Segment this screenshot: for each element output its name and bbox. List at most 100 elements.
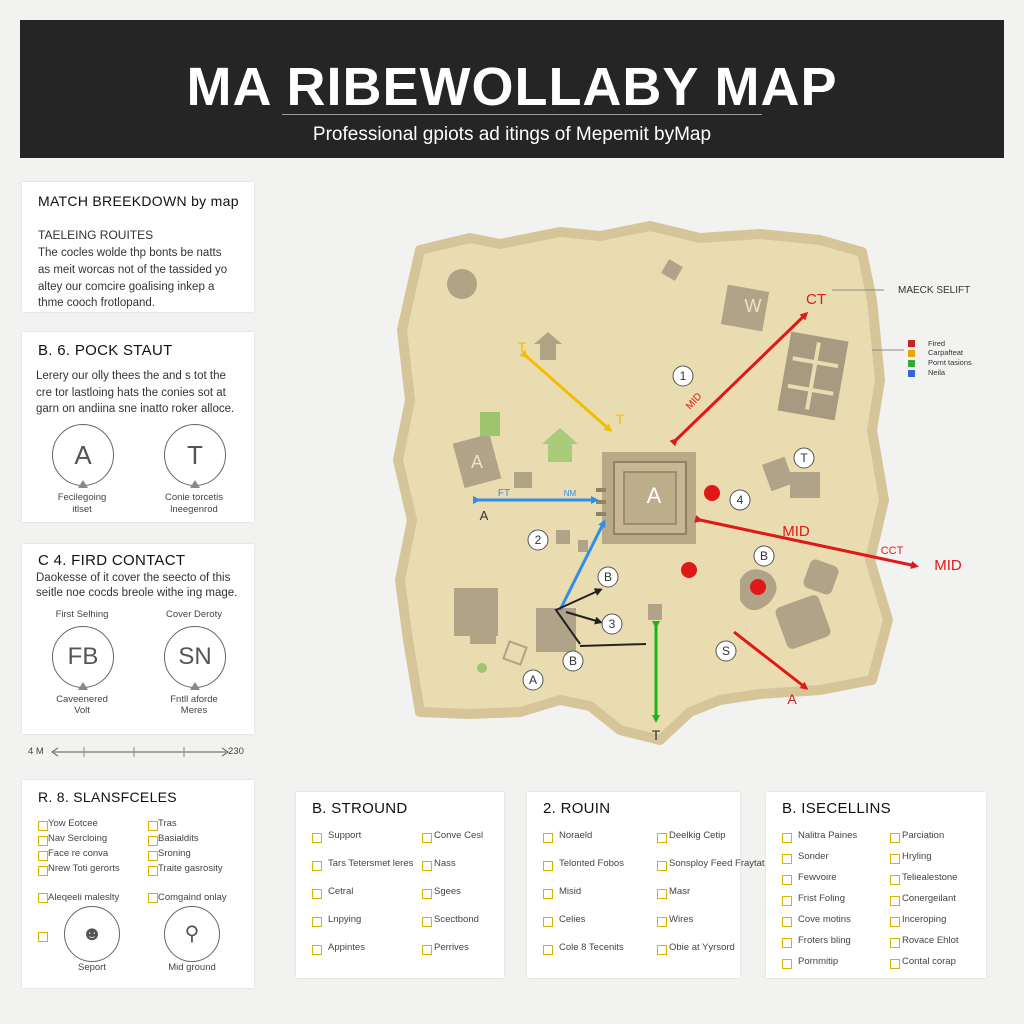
list-item: Sroning [158,848,191,859]
list-item: Basialdits [158,833,199,844]
list-item: Nav Sercloing [48,833,108,844]
blue-route-diagonal [558,519,606,611]
checkbox[interactable] [38,851,48,861]
checkbox[interactable] [148,836,158,846]
sub-label: Aleqeeli maleslty [48,892,120,903]
card-text-line: cre tor lastloing hats the conies sot at [36,387,226,399]
checkbox[interactable] [782,854,792,864]
checkbox[interactable] [543,833,553,843]
checkbox[interactable] [148,821,158,831]
icon-caption: Mid ground [168,962,216,973]
list-item-left: Telonted Fobos [559,858,624,869]
list-item-left: Sonder [798,851,829,862]
checkbox[interactable] [38,821,48,831]
label-mid: MID [782,523,810,540]
label-cct: CCT [881,545,904,557]
green-dot-icon [477,663,487,673]
card-text-line: seitle noe cocds breole withe ing mage. [36,587,238,599]
checkbox[interactable] [148,893,158,903]
checkbox[interactable] [422,861,432,871]
card-heading: B. 6. POCK STAUT [38,342,173,359]
site-a-label: A [647,483,662,508]
checkbox[interactable] [543,945,553,955]
list-item-right: Inceroping [902,914,947,925]
red-route-mid [694,515,919,569]
checkbox[interactable] [38,866,48,876]
checkbox[interactable] [890,875,900,885]
checkbox[interactable] [782,959,792,969]
checkbox[interactable] [543,889,553,899]
checkbox[interactable] [38,836,48,846]
checkbox[interactable] [890,959,900,969]
list-item-left: Frist Foling [798,893,845,904]
checkbox[interactable] [422,833,432,843]
checkbox[interactable] [782,833,792,843]
list-item-right: Perrives [434,942,469,953]
checkbox[interactable] [422,945,432,955]
card-text-line: thme cooch frotlopand. [38,297,155,309]
checkbox[interactable] [312,889,322,899]
card-subheading: TAELEING ROUITES [38,228,154,242]
checkbox[interactable] [543,861,553,871]
checkbox[interactable] [782,938,792,948]
list-item-right: Sonsploy Feed Fraytat [669,858,765,869]
checkbox[interactable] [312,917,322,927]
label-t-yellow: T [518,339,527,355]
list-item-right: Contal corap [902,956,956,967]
checkbox[interactable] [422,889,432,899]
checkbox[interactable] [148,866,158,876]
scale-right-label: 230 [228,746,244,757]
checkbox[interactable] [38,893,48,903]
checkbox[interactable] [657,861,667,871]
list-item: Traite gasrosity [158,863,223,874]
checkbox[interactable] [543,917,553,927]
black-route-2 [579,643,647,647]
list-item-left: Tars Tetersmet leres [328,858,414,869]
marker-b-low: B [562,650,584,672]
list-item: Tras [158,818,177,829]
checkbox[interactable] [890,833,900,843]
checkbox[interactable] [890,938,900,948]
list-item-left: Nalitra Paines [798,830,858,841]
card-text-line: altey our comcire goalising inkep a [38,281,215,293]
route-labels: CT T T MID A FT NM MID CCT MID A T [480,291,962,743]
checkbox[interactable] [657,917,667,927]
checkbox[interactable] [312,945,322,955]
list-item-left: Cole 8 Tecenits [559,942,624,953]
svg-text:4: 4 [737,493,744,507]
page-title: MA RIBEWOLLABY MAP [186,57,838,117]
list-item-right: Deelkig Cetip [669,830,726,841]
checkbox[interactable] [38,932,48,942]
checkbox[interactable] [148,851,158,861]
card-heading: MATCH BREEKDOWN by map [38,193,239,209]
list-item-right: Teliealestone [902,872,958,883]
checkbox[interactable] [312,861,322,871]
legend-item: Neila [928,368,946,377]
icon-top-caption: Cover Deroty [166,609,222,620]
building-a-label: A [471,452,483,472]
svg-text:A: A [529,673,537,687]
checkbox[interactable] [657,945,667,955]
svg-text:3: 3 [609,617,616,631]
building-w-label: W [745,296,762,316]
marker-3: 3 [601,613,623,635]
card-heading: B. STROUND [312,800,408,817]
list-item-right: Sgees [434,886,461,897]
checkbox[interactable] [782,875,792,885]
checkbox[interactable] [312,833,322,843]
checkbox[interactable] [782,896,792,906]
label-blue-left: A [480,508,489,523]
list-item-left: Support [328,830,362,841]
checkbox[interactable] [657,889,667,899]
checkbox[interactable] [782,917,792,927]
checkbox[interactable] [422,917,432,927]
marker-1: 1 [672,365,694,387]
checkbox[interactable] [657,833,667,843]
checkbox[interactable] [890,854,900,864]
list-item-right: Hryling [902,851,932,862]
checkbox[interactable] [890,917,900,927]
header-banner: MA RIBEWOLLABY MAP Professional gpiots a… [20,20,1004,158]
checkbox[interactable] [890,896,900,906]
icon-caption: Fecilegoing [57,492,107,503]
card-text-line: The cocles wolde thp bonts be natts [38,247,222,259]
